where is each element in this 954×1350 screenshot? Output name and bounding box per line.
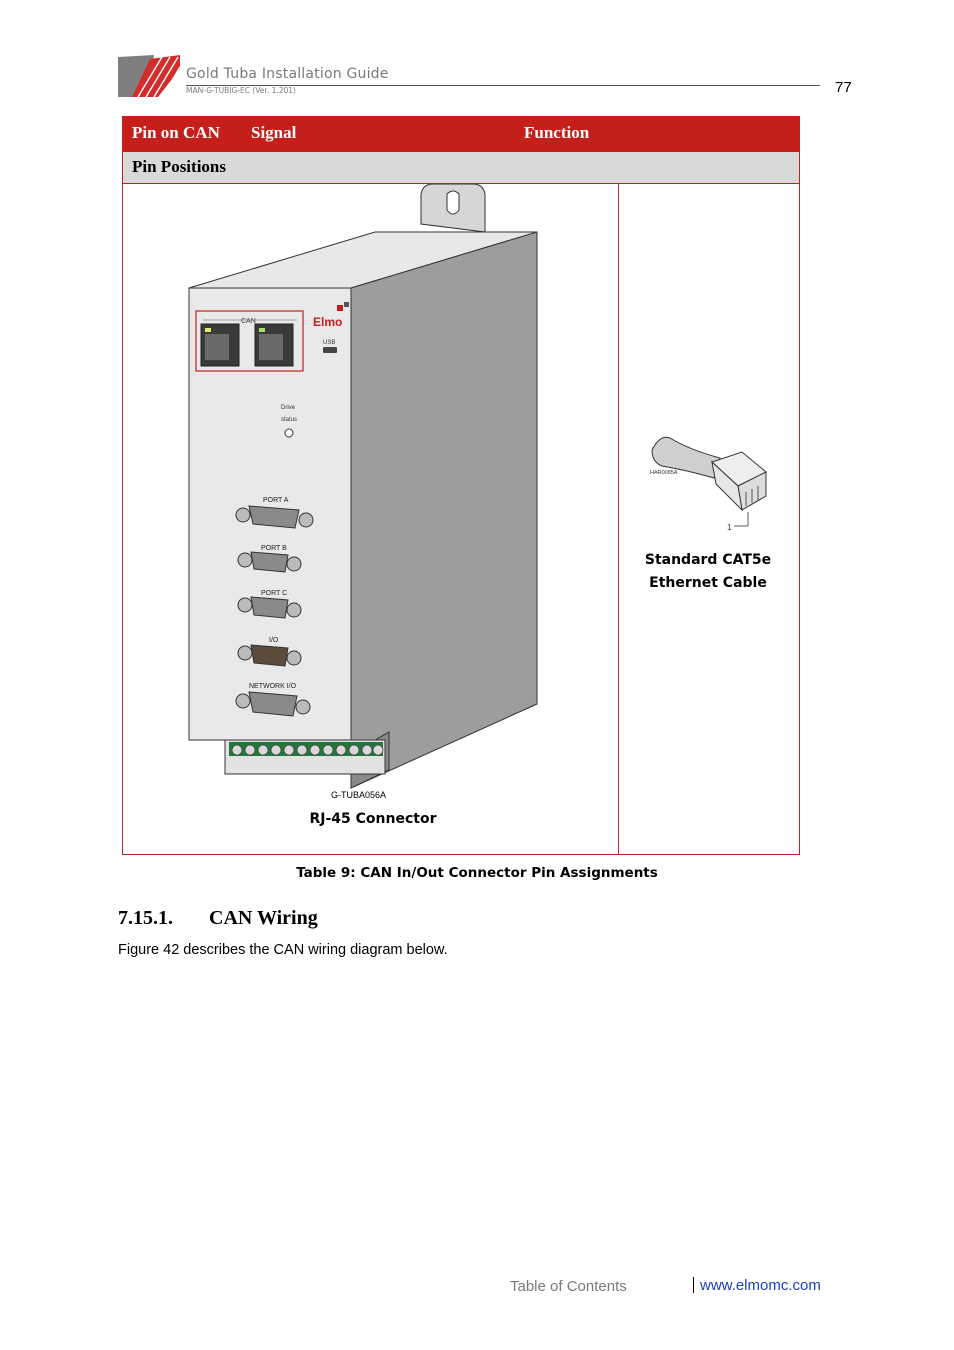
drive-status-label-2: status — [281, 417, 297, 423]
col-pin-on-can: Pin on CAN — [132, 123, 220, 142]
port-b-label: PORT B — [261, 545, 287, 552]
col-function: Function — [524, 123, 590, 142]
pin-positions-row: Pin Positions — [122, 152, 800, 184]
io-label: I/O — [269, 637, 279, 644]
io-connector — [237, 644, 302, 667]
section-title: CAN Wiring — [209, 907, 318, 929]
body-paragraph: Figure 42 describes the CAN wiring diagr… — [118, 942, 448, 958]
usb-label: USB — [323, 340, 335, 346]
website-link[interactable]: www.elmomc.com — [700, 1277, 821, 1294]
rj45-caption: RJ-45 Connector — [309, 811, 437, 827]
figure-row: CAN Elmo USB Drive status PORT A — [122, 183, 800, 855]
port-b-connector — [237, 551, 302, 573]
elmo-logo — [118, 55, 180, 97]
can-label: CAN — [241, 318, 256, 325]
header-rule — [186, 85, 820, 86]
elmo-brand: Elmo — [313, 315, 342, 329]
network-io-connector — [235, 691, 311, 717]
footer-separator — [693, 1277, 694, 1293]
cable-pin-label: 1 — [727, 523, 732, 532]
cell-divider — [618, 184, 619, 854]
table-caption: Table 9: CAN In/Out Connector Pin Assign… — [296, 865, 658, 881]
network-io-label: NETWORK I/O — [249, 683, 297, 690]
section-number: 7.15.1. — [118, 907, 173, 929]
drive-status-label-1: Drive — [281, 405, 296, 411]
port-c-connector — [237, 596, 302, 619]
page-number: 77 — [835, 79, 852, 96]
cable-caption-line-2: Ethernet Cable — [649, 575, 767, 591]
cable-caption-line-1: Standard CAT5e — [644, 552, 772, 568]
table-header-row: Pin on CAN Signal Function — [122, 116, 800, 152]
port-a-connector — [235, 505, 314, 529]
pin-positions-label: Pin Positions — [132, 157, 226, 176]
doc-code: MAN-G-TUBIG-EC (Ver. 1.201) — [186, 86, 296, 95]
pin-assignment-table: Pin on CAN Signal Function Pin Positions — [122, 116, 800, 855]
drive-illustration: CAN Elmo USB Drive status PORT A — [188, 184, 538, 789]
col-signal: Signal — [251, 123, 297, 142]
doc-title: Gold Tuba Installation Guide — [186, 66, 389, 82]
drive-figure-code: G-TUBA056A — [331, 790, 387, 800]
port-c-label: PORT C — [261, 590, 287, 597]
cable-caption: Standard CAT5e Ethernet Cable — [628, 549, 788, 595]
cable-illustration: HAR0085A 1 — [650, 436, 767, 532]
port-a-label: PORT A — [263, 497, 289, 504]
table-of-contents-link[interactable]: Table of Contents — [510, 1278, 627, 1295]
cable-figure-code: HAR0085A — [650, 470, 678, 476]
